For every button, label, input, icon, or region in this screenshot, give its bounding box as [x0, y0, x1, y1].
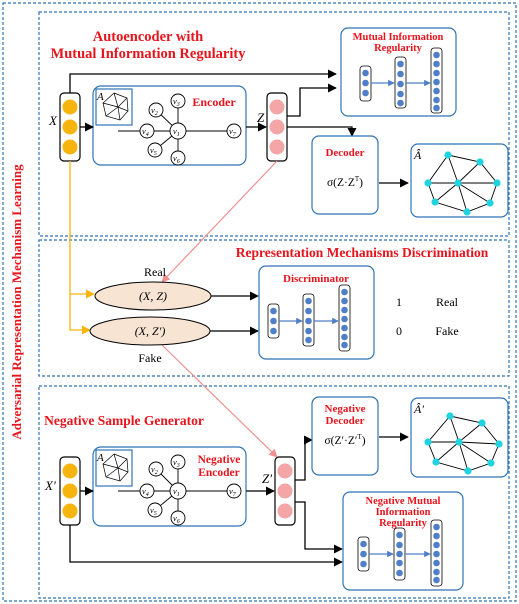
input-xprime-node-3 — [62, 503, 78, 519]
adjacency-graph-icon — [102, 92, 129, 121]
output-one: 1 — [396, 295, 402, 309]
discriminator-network-icon — [267, 284, 351, 352]
fake-pair-label: (X, Z′) — [135, 324, 166, 338]
negative-mi-line3: Regularity — [379, 518, 428, 529]
decoder-box — [311, 135, 379, 215]
negative-decoder-box — [311, 396, 379, 476]
z-node-1 — [269, 99, 285, 115]
z-node-3 — [269, 139, 285, 155]
negative-adjacency-box — [95, 449, 133, 487]
negative-reconstructed-graph-nodes — [424, 412, 503, 475]
input-xprime-node-2 — [62, 483, 78, 499]
node-center-label: v1 — [173, 126, 180, 138]
real-pair-label: (X, Z) — [139, 289, 167, 303]
node-2-label: v2 — [151, 105, 158, 117]
yellow-connectors — [69, 161, 95, 335]
real-label: Real — [144, 265, 167, 279]
encoder-nodes — [139, 93, 242, 166]
section2-box — [38, 239, 510, 377]
negative-decoder-line2: Decoder — [325, 415, 364, 427]
mi-regularity-line2: Regularity — [374, 43, 423, 54]
input-x-label: X — [48, 113, 58, 128]
section1-arrows — [69, 69, 409, 188]
neg-node-7-label: v7 — [229, 486, 237, 498]
neg-node-4-label: v4 — [142, 486, 149, 498]
node-3-label: v3 — [173, 96, 180, 108]
input-x-node-1 — [62, 99, 78, 115]
section3-title: Negative Sample Generator — [44, 413, 204, 428]
z-label: Z — [257, 110, 265, 125]
section1-box — [38, 11, 510, 237]
zprime-node-1 — [277, 463, 293, 479]
negative-encoder-line1: Negative — [198, 454, 241, 466]
discriminator-label: Discriminator — [283, 273, 349, 285]
input-xprime-label: X′ — [44, 478, 56, 493]
section2-arrows — [210, 291, 259, 336]
pink-connectors — [161, 160, 278, 458]
section1-title-line1: Autoencoder with — [93, 29, 204, 45]
negative-mi-line2: Information — [376, 507, 431, 518]
output-real: Real — [436, 295, 459, 309]
zprime-label: Z′ — [262, 471, 272, 486]
section1-title-line2: Mutual Information Regularity — [51, 46, 247, 62]
zprime-node-3 — [277, 503, 293, 519]
reconstructed-graph-nodes — [424, 151, 501, 216]
section2-title: Representation Mechanisms Discrimination — [236, 245, 489, 260]
negative-encoder-line2: Encoder — [198, 467, 240, 479]
fake-label: Fake — [138, 351, 161, 365]
section3-arrows — [69, 432, 409, 567]
input-x-node-2 — [62, 119, 78, 135]
mi-regularity-line1: Mutual Information — [353, 32, 444, 43]
adjacency-label: A — [96, 91, 104, 103]
node-5-label: v5 — [150, 145, 157, 157]
node-4-label: v4 — [142, 126, 149, 138]
neg-node-6-label: v6 — [173, 513, 180, 525]
decoder-formula: σ(Z·ZT) — [327, 175, 363, 189]
neg-node-5-label: v5 — [150, 505, 157, 517]
negative-reconstructed-graph-label: Â′ — [413, 402, 424, 416]
negative-decoder-formula: σ(Z′·Z′T) — [324, 433, 365, 447]
neg-node-center-label: v1 — [173, 486, 180, 498]
negative-decoder-line1: Negative — [325, 403, 366, 415]
adjacency-box — [95, 88, 133, 126]
negative-mi-network-icon — [357, 519, 443, 587]
zprime-node-2 — [277, 483, 293, 499]
node-6-label: v6 — [173, 153, 180, 165]
negative-adjacency-label: A — [96, 452, 104, 464]
output-zero: 0 — [396, 324, 402, 338]
section3-box — [38, 385, 510, 599]
neg-node-2-label: v2 — [151, 464, 158, 476]
encoder-label: Encoder — [192, 95, 236, 109]
negative-adjacency-graph-icon — [102, 453, 129, 482]
input-x-node-3 — [62, 139, 78, 155]
negative-encoder-nodes — [139, 454, 242, 526]
mi-regularity-network-icon — [359, 47, 443, 114]
negative-reconstructed-graph-box — [410, 397, 509, 478]
output-fake: Fake — [435, 324, 458, 338]
input-xprime-node-1 — [62, 463, 78, 479]
z-node-2 — [269, 119, 285, 135]
node-7-label: v7 — [229, 126, 237, 138]
reconstructed-graph-label: Â — [413, 148, 422, 162]
neg-node-3-label: v3 — [173, 457, 180, 469]
negative-mi-line1: Negative Mutual — [366, 496, 441, 507]
negative-encoder-node-labels: v1 v2 v3 v4 v5 v6 v7 — [142, 457, 237, 525]
decoder-label: Decoder — [325, 147, 364, 159]
outer-label: Adversarial Representation Mechanism Lea… — [9, 164, 24, 440]
encoder-node-labels: v1 v2 v3 v4 v5 v6 v7 — [142, 96, 237, 165]
